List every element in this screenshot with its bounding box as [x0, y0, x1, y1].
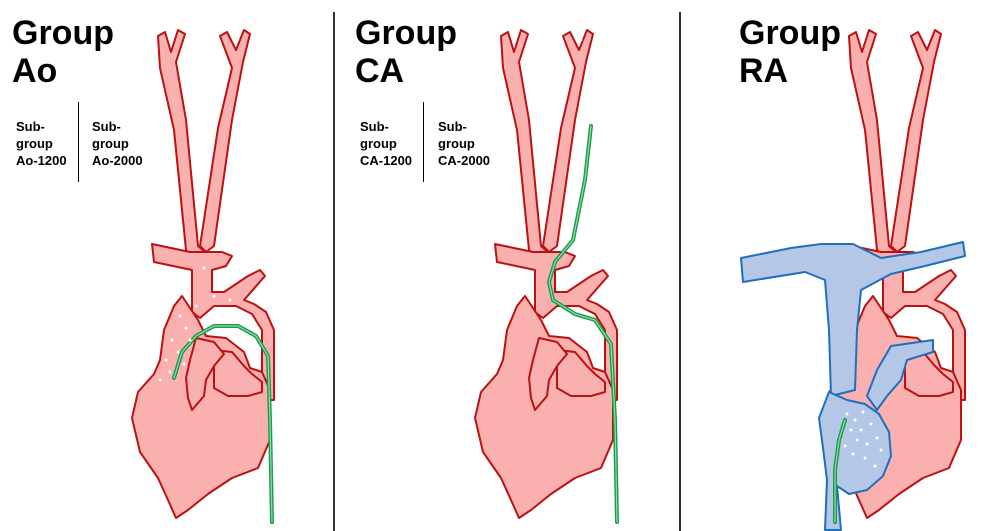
right-carotid-artery — [891, 30, 941, 252]
heart-diagram-ra — [681, 0, 990, 531]
left-carotid-artery — [849, 30, 896, 258]
heart-diagram-ao — [0, 0, 333, 531]
panel-group-ao: Group Ao Sub- group Ao-1200 Sub- group A… — [0, 0, 333, 531]
left-carotid-artery — [158, 30, 205, 258]
left-carotid-artery — [501, 30, 548, 258]
heart-diagram-ca — [335, 0, 679, 531]
panel-group-ra: Group RA — [681, 0, 990, 531]
right-carotid-artery — [200, 30, 250, 252]
heart — [475, 296, 613, 518]
right-carotid-artery — [543, 30, 593, 252]
heart — [132, 296, 270, 518]
panel-group-ca: Group CA Sub- group CA-1200 Sub- group C… — [335, 0, 679, 531]
